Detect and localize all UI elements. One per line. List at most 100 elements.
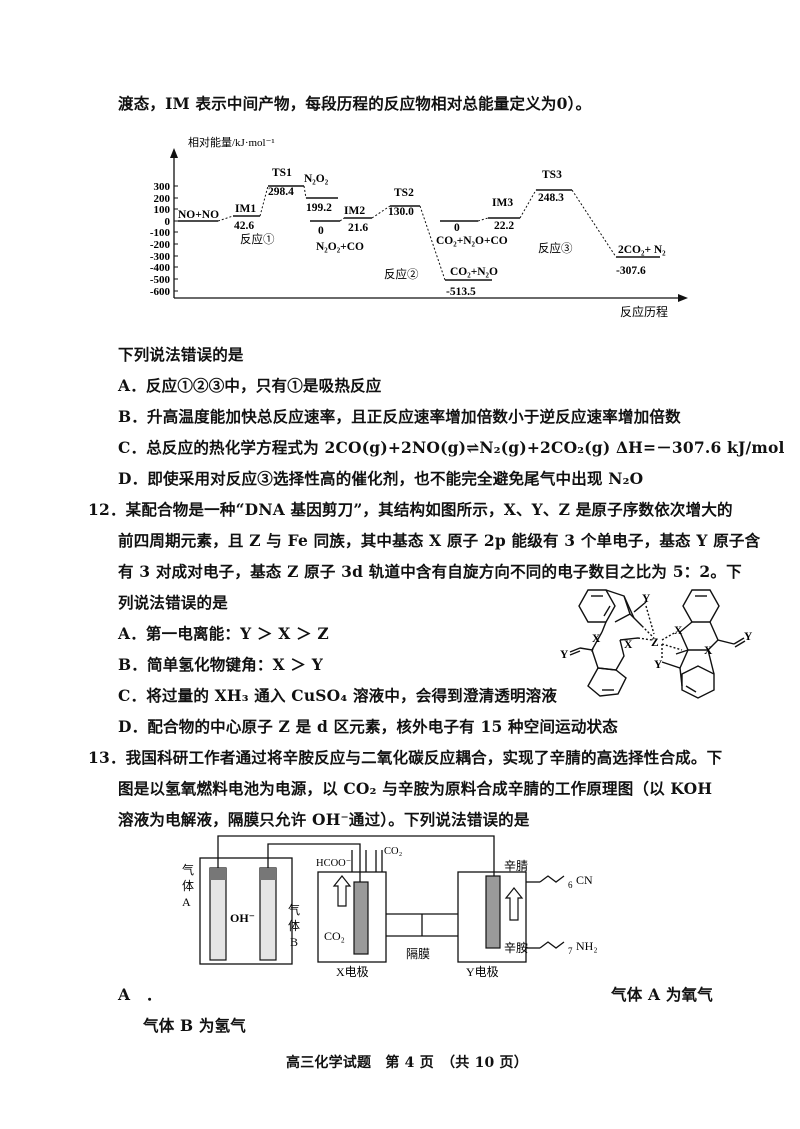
value-low: -513.5 — [446, 286, 476, 298]
y-tick: -400 — [150, 262, 171, 274]
label-r1: 反应① — [240, 232, 275, 246]
gas-a-label-3: A — [182, 895, 191, 909]
q12-option-a[interactable]: A．第一电离能：Y ＞ X ＞ Z — [118, 624, 329, 643]
q13-stem-line: 溶液为电解液，隔膜只允许 OH⁻通过）。下列说法错误的是 — [118, 810, 530, 829]
nitrile-label: 辛腈 — [504, 859, 528, 873]
nh2-sub: 7 — [568, 946, 573, 956]
y-tick: -600 — [150, 286, 171, 298]
label-im2: IM2 — [344, 205, 365, 217]
value-ts2: 130.0 — [388, 206, 414, 218]
atom-z: Z — [651, 637, 659, 649]
label-n2o2: N₂O₂ — [304, 173, 329, 185]
atom-x: X — [592, 633, 601, 645]
atom-y: Y — [642, 593, 651, 605]
y-tick: 0 — [165, 216, 171, 228]
q12-stem-line: 12．某配合物是一种“DNA 基因剪刀”，其结构如图所示，X、Y、Z 是原子序数… — [88, 500, 733, 519]
gas-b-label-2: 体 — [288, 919, 300, 933]
atom-y: Y — [654, 659, 663, 671]
label-r2: 反应② — [384, 267, 419, 281]
q12-option-d[interactable]: D．配合物的中心原子 Z 是 d 区元素，核外电子有 15 种空间运动状态 — [118, 717, 618, 736]
atom-y: Y — [744, 631, 753, 643]
q11-option-a[interactable]: A．反应①②③中，只有①是吸热反应 — [118, 376, 382, 395]
atom-x: X — [704, 645, 713, 657]
y-axis-arrow — [170, 148, 178, 158]
fuel-cell-electrode-right — [259, 867, 277, 961]
gas-b-label-1: 气 — [288, 902, 300, 917]
label-im1: IM1 — [235, 203, 256, 215]
q12-option-b[interactable]: B．简单氢化物键角：X ＞ Y — [118, 655, 323, 674]
x-axis-label: 反应历程 — [620, 304, 668, 319]
label-final: 2CO₂+ N₂ — [618, 244, 666, 256]
intro-line: 渡态，IM 表示中间产物，每段历程的反应物相对总能量定义为0）。 — [118, 94, 592, 113]
value-final: -307.6 — [616, 265, 646, 277]
y-electrode-label: Y电极 — [466, 965, 499, 978]
gas-b-label-3: B — [290, 935, 298, 949]
q13-option-a-right: 气体 A 为氧气 — [611, 985, 713, 1004]
label-zero2: 0 — [454, 222, 460, 234]
co2-in-label: CO₂ — [324, 929, 345, 943]
q13-stem-line: 图是以氢氧燃料电池为电源，以 CO₂ 与辛胺为原料合成辛腈的工作原理图（以 KO… — [118, 779, 713, 798]
q11-option-d[interactable]: D．即使采用对反应③选择性高的催化剂，也不能完全避免尾气中出现 N₂O — [118, 469, 644, 488]
label-im3: IM3 — [492, 197, 513, 209]
membrane-label: 隔膜 — [406, 947, 430, 961]
atom-x: X — [624, 639, 633, 651]
value-im3: 22.2 — [494, 220, 514, 232]
value-ts1: 298.4 — [268, 186, 294, 198]
cn-label: CN — [576, 873, 593, 887]
gas-a-label-1: 气 — [182, 862, 194, 877]
q12-stem-line: 列说法错误的是 — [118, 593, 228, 612]
label-ts3: TS3 — [542, 169, 562, 181]
y-tick: -100 — [150, 227, 171, 239]
y-tick: 200 — [154, 193, 171, 205]
y-ticks: 300 200 100 0 -100 -200 -300 -400 -500 -… — [150, 181, 171, 298]
value-im1: 42.6 — [234, 220, 254, 232]
q13-option-a-label[interactable]: A ． — [118, 985, 162, 1004]
y-tick: 100 — [154, 204, 171, 216]
label-r3: 反应③ — [538, 241, 573, 255]
label-ts1: TS1 — [272, 167, 292, 179]
x-axis-arrow — [678, 294, 688, 302]
label-zero1: 0 — [318, 225, 324, 237]
label-co2-n2o-co: CO₂+N₂O+CO — [436, 235, 508, 247]
cathode-chamber — [317, 871, 387, 963]
x-electrode-rod — [353, 881, 369, 955]
energy-profile-diagram: 相对能量/kJ·mol⁻¹ 反应历程 300 200 100 0 -100 -2… — [150, 135, 688, 319]
y-tick: -200 — [150, 239, 171, 251]
value-im2: 21.6 — [348, 222, 368, 234]
cn-sub: 6 — [568, 880, 573, 890]
atom-y: Y — [560, 649, 569, 661]
fuel-cell — [199, 857, 293, 965]
complex-structure-diagram: Y X X Z X Y X Y Y — [560, 589, 753, 699]
y-axis-label: 相对能量/kJ·mol⁻¹ — [188, 135, 275, 149]
y-tick: -300 — [150, 251, 171, 263]
x-electrode-label: X电极 — [336, 965, 369, 978]
oh-label: OH⁻ — [230, 911, 255, 925]
label-co2-n2o-low: CO₂+N₂O — [450, 266, 498, 278]
y-electrode-rod — [485, 875, 501, 949]
label-no-no: NO+NO — [178, 209, 219, 221]
value-ts3: 248.3 — [538, 192, 564, 204]
gas-a-label-2: 体 — [182, 879, 194, 893]
value-n2o2: 199.2 — [306, 202, 332, 214]
q11-option-c[interactable]: C．总反应的热化学方程式为 2CO(g)+2NO(g)⇌N₂(g)+2CO₂(g… — [118, 438, 785, 457]
y-tick: -500 — [150, 274, 171, 286]
y-tick: 300 — [154, 181, 171, 193]
nh2-label: NH₂ — [576, 939, 598, 953]
co2-top-label: CO₂ — [384, 846, 403, 857]
electrolysis-diagram: 气 体 A 气 体 B OH⁻ HCOO⁻ CO₂ CO₂ 隔膜 X电极 Y电极… — [182, 835, 598, 978]
fuel-cell-electrode-left — [209, 867, 227, 961]
atom-x: X — [674, 625, 683, 637]
q11-stem: 下列说法错误的是 — [118, 345, 244, 364]
page-footer: 高三化学试题 第 4 页 （共 10 页） — [286, 1055, 528, 1071]
q13-option-a-cont: 气体 B 为氢气 — [143, 1016, 246, 1035]
hcoo-label: HCOO⁻ — [316, 858, 351, 869]
anode-chamber — [457, 871, 527, 963]
q12-option-c[interactable]: C．将过量的 XH₃ 通入 CuSO₄ 溶液中，会得到澄清透明溶液 — [118, 686, 558, 705]
q13-stem-line: 13．我国科研工作者通过将辛胺反应与二氧化碳反应耦合，实现了辛腈的高选择性合成。… — [88, 748, 723, 767]
amine-label: 辛胺 — [504, 941, 528, 955]
label-ts2: TS2 — [394, 187, 414, 199]
q12-stem-line: 前四周期元素，且 Z 与 Fe 同族，其中基态 X 原子 2p 能级有 3 个单… — [118, 531, 761, 550]
q11-option-b[interactable]: B．升高温度能加快总反应速率，且正反应速率增加倍数小于逆反应速率增加倍数 — [118, 407, 681, 426]
label-n2o2-co: N₂O₂+CO — [316, 241, 364, 253]
q12-stem-line: 有 3 对成对电子，基态 Z 原子 3d 轨道中含有自旋方向不同的电子数目之比为… — [118, 562, 742, 581]
